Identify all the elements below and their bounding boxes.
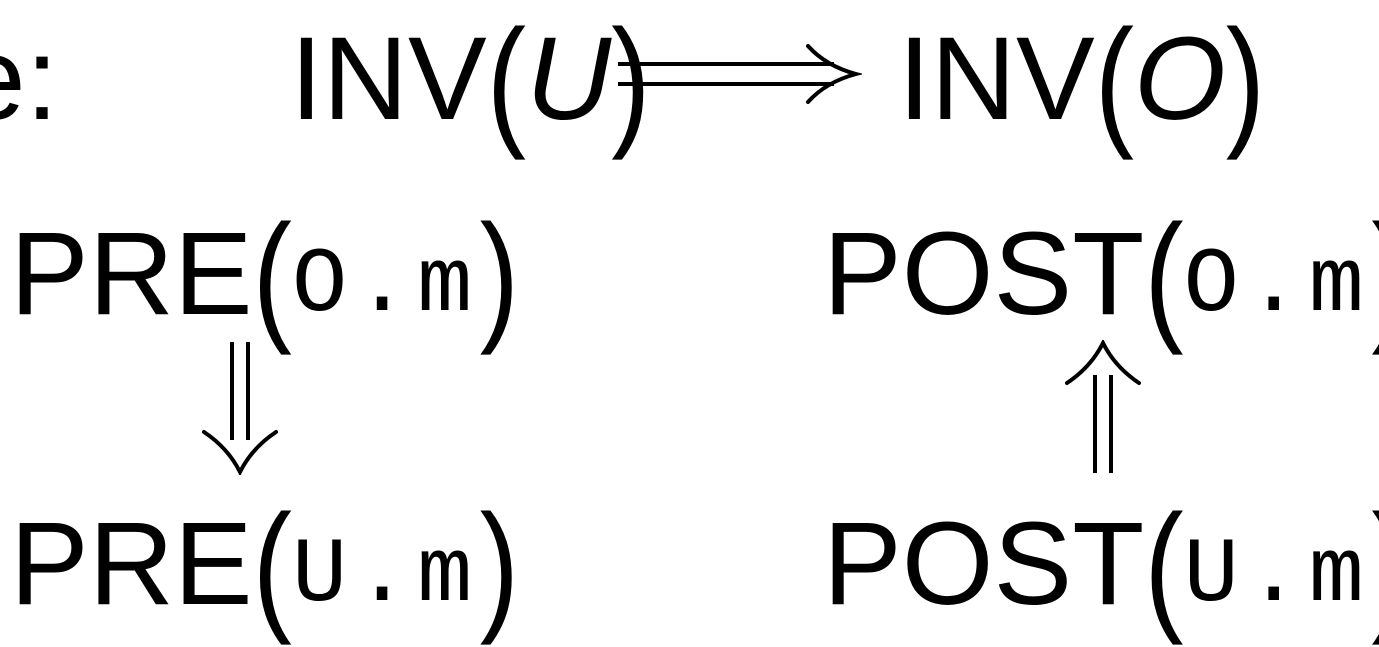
post-object-func: POST: [823, 208, 1145, 340]
open-paren: (: [252, 195, 292, 357]
post-update-arg: U.m: [1183, 523, 1372, 629]
pre-object-arg: O.m: [291, 233, 480, 339]
open-paren: (: [486, 0, 527, 162]
post-update-func: POST: [823, 498, 1145, 630]
open-paren: (: [252, 485, 292, 647]
implies-arrow-icon: [618, 44, 862, 104]
double-down-arrow-icon: [202, 342, 278, 475]
diagram-canvas: e: INV(U) INV(O) PRE(O.m) POST(O.m) PRE(…: [0, 9, 1379, 638]
close-paren: ): [479, 195, 520, 357]
close-paren: ): [1225, 0, 1266, 162]
close-paren: ): [1371, 204, 1379, 348]
open-paren: (: [1144, 195, 1184, 357]
pre-object-method: PRE(O.m): [10, 204, 519, 348]
invariant-o: INV(O): [898, 9, 1265, 153]
post-object-arg: O.m: [1183, 233, 1372, 339]
close-paren: ): [1371, 494, 1379, 638]
close-paren: ): [479, 485, 520, 647]
double-up-arrow-icon: [1065, 340, 1141, 473]
invariant-u: INV(U): [290, 9, 651, 153]
pre-update-func: PRE: [10, 498, 253, 630]
open-paren: (: [1144, 485, 1184, 647]
open-paren: (: [1094, 0, 1135, 162]
pre-update-arg: U.m: [291, 523, 480, 629]
post-object-method: POST(O.m): [823, 204, 1379, 348]
invariant-o-arg: O: [1134, 13, 1226, 145]
invariant-u-arg: U: [526, 13, 612, 145]
invariant-o-func: INV: [898, 13, 1095, 145]
pre-object-func: PRE: [10, 208, 253, 340]
rule-prefix-text: e:: [0, 13, 59, 145]
pre-update-method: PRE(U.m): [10, 494, 519, 638]
invariant-u-func: INV: [290, 13, 487, 145]
close-paren: ): [611, 0, 651, 162]
post-update-method: POST(U.m): [823, 494, 1379, 638]
rule-prefix: e:: [0, 20, 58, 138]
